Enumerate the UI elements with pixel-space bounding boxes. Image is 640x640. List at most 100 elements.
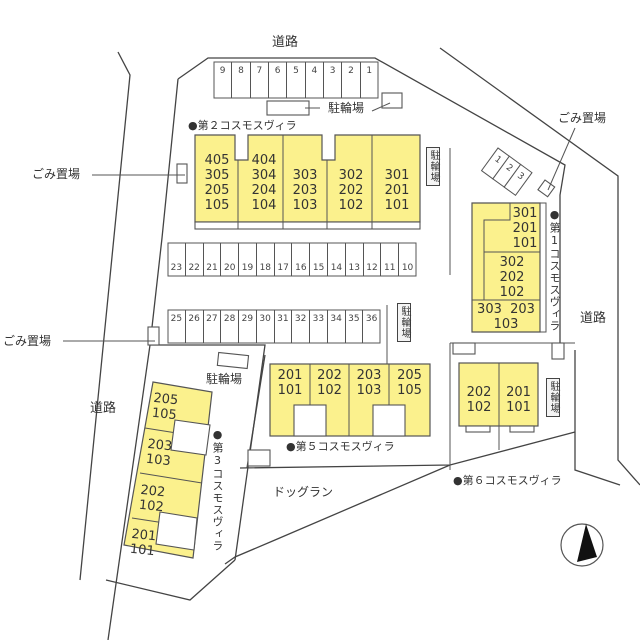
parking-slot: 10 [401, 263, 414, 273]
unit-cosmo2-302: 302 202 102 [338, 168, 364, 213]
building-name-cosmo1: ●第1コスモスヴィラ [548, 208, 561, 332]
parking-slot: 23 [168, 243, 186, 276]
parking-slot: 17 [275, 243, 293, 276]
unit-cosmo5-202: 202 102 [317, 368, 342, 398]
dog-run-label: ドッグラン [273, 485, 334, 499]
site-boundary-right [574, 350, 621, 486]
bicycle-parking-box-1 [266, 100, 310, 116]
parking-slot: 34 [328, 310, 346, 343]
parking-mid-top-numbers: 23 22 21 20 19 18 17 16 15 14 13 12 11 1… [168, 243, 416, 276]
unit-cosmo1-301: 301 201 101 [512, 206, 538, 251]
cosmo2-balcony [194, 221, 421, 230]
north-arrow-icon [560, 523, 604, 567]
unit-cosmo1-303: 303 203 103 [477, 302, 535, 332]
garbage-label-left-2: ごみ置場 [3, 334, 52, 348]
parking-top-numbers: 9 8 7 6 5 4 3 2 1 [214, 62, 378, 98]
parking-slot: 27 [204, 310, 222, 343]
unit-cosmo2-303: 303 203 103 [292, 168, 318, 213]
parking-slot: 6 [269, 62, 288, 98]
parking-slot: 13 [346, 243, 364, 276]
unit-cosmo3-201: 201 101 [129, 526, 157, 560]
parking-slot: 9 [214, 62, 233, 98]
garbage-label-left-1: ごみ置場 [32, 167, 81, 181]
parking-slot: 11 [381, 243, 400, 276]
unit-cosmo2-301: 301 201 101 [384, 168, 410, 213]
parking-slot: 36 [365, 314, 378, 324]
unit-cosmo2-404: 404 304 204 104 [251, 153, 277, 213]
building-name-cosmo3: ●第3コスモスヴィラ [211, 428, 224, 552]
left-road-outer-edge [79, 51, 131, 581]
parking-slot: 3 [324, 62, 343, 98]
parking-slot: 26 [186, 310, 204, 343]
parking-slot: 31 [275, 310, 293, 343]
parking-slot: 16 [292, 243, 311, 276]
unit-cosmo5-203: 203 103 [356, 368, 382, 398]
parking-slot: 21 [204, 243, 222, 276]
unit-cosmo2-405: 405 305 205 105 [204, 153, 230, 213]
parking-slot: 29 [239, 310, 257, 343]
bicycle-parking-label-top: 駐輪場 [328, 101, 365, 115]
road-label-top: 道路 [272, 35, 299, 50]
parking-slot: 1 [366, 66, 373, 76]
parking-slot: 33 [310, 310, 328, 343]
cosmo5-porch-1 [293, 404, 327, 437]
building-name-cosmo6: ●第６コスモスヴィラ [453, 474, 562, 487]
garbage-label-right: ごみ置場 [558, 111, 607, 125]
parking-slot: 5 [287, 62, 306, 98]
garbage-box-2 [147, 326, 160, 346]
building-name-cosmo5: ●第５コスモスヴィラ [286, 440, 395, 453]
cosmo6-porch-1 [465, 425, 491, 433]
garbage-leader-3 [547, 127, 576, 191]
parking-slot: 20 [221, 243, 240, 276]
unit-cosmo5-205: 205 105 [397, 368, 422, 398]
unit-cosmo6-202: 202 102 [466, 385, 492, 415]
parking-slot: 7 [251, 62, 269, 98]
cosmo6-stairs [452, 342, 476, 355]
cosmo3-building [123, 381, 213, 559]
parking-slot: 19 [239, 243, 257, 276]
parking-slot: 35 [346, 310, 364, 343]
unit-cosmo3-202: 202 102 [138, 482, 166, 516]
parking-slot: 22 [186, 243, 204, 276]
parking-slot: 28 [221, 310, 239, 343]
parking-mid-bottom-numbers: 25 26 27 28 29 30 31 32 33 34 35 36 [168, 310, 380, 343]
bicycle-parking-sign-cosmo2: 駐輪場 [426, 147, 440, 186]
parking-slot: 4 [306, 62, 324, 98]
parking-right-group [480, 147, 533, 197]
cosmo3-lot-bottom [105, 559, 236, 601]
unit-cosmo3-203: 203 103 [145, 436, 173, 470]
parking-slot: 15 [310, 243, 329, 276]
bicycle-parking-label-cosmo3: 駐輪場 [206, 372, 243, 386]
bicycle-parking-sign-cosmo6: 駐輪場 [546, 378, 560, 417]
unit-cosmo1-302: 302 202 102 [499, 255, 525, 300]
bicycle-parking-leader-2 [371, 102, 391, 112]
cosmo5-lot-left [246, 354, 266, 469]
right-road-diagonal [439, 47, 640, 486]
cosmo6-porch-2 [509, 425, 535, 433]
left-road-inner-edge [107, 78, 179, 640]
cosmo5-stairs [247, 449, 271, 467]
cosmo3-lot-boundary [150, 344, 266, 561]
unit-cosmo3-205: 205 105 [151, 390, 179, 424]
parking-slot: 18 [257, 243, 275, 276]
bicycle-parking-sign-mid: 駐輪場 [397, 303, 411, 342]
garbage-box-3 [537, 179, 556, 198]
parking-slot: 2 [342, 62, 361, 98]
parking-slot: 30 [257, 310, 275, 343]
parking-slot: 12 [364, 243, 382, 276]
unit-cosmo6-201: 201 101 [506, 385, 531, 415]
cosmo5-porch-2 [372, 404, 406, 437]
dog-run-boundary [224, 464, 451, 565]
unit-cosmo5-201: 201 101 [277, 368, 303, 398]
garbage-box-1 [176, 163, 188, 184]
parking-slot: 14 [328, 243, 346, 276]
cosmo1-dividers [472, 202, 547, 333]
parking-slot: 8 [232, 62, 251, 98]
parking-slot: 25 [168, 310, 186, 343]
road-label-right: 道路 [580, 311, 607, 326]
site-boundary-top [177, 57, 566, 352]
bicycle-parking-box-3 [216, 351, 250, 370]
cosmo2-dividers [237, 135, 373, 229]
cosmo1-stairs [551, 342, 565, 360]
parking-top-group [213, 61, 379, 99]
